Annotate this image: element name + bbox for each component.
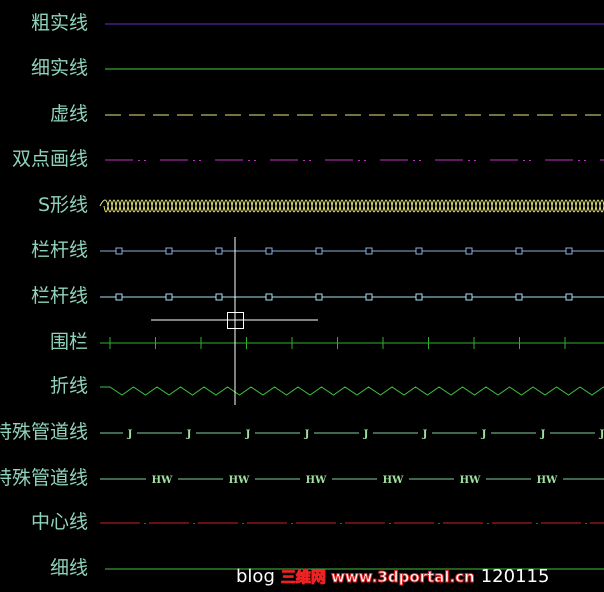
linetype-label: 虚线 [49,103,88,125]
pipe-marker: J [186,429,192,440]
center-dot [340,523,342,524]
dot [419,160,421,161]
railing-post [115,247,123,255]
pipe-marker: HW [460,475,481,486]
railing-post [515,247,523,255]
railing-post [465,247,473,255]
pipe-marker: HW [537,475,558,486]
railing-post [115,293,123,301]
railing-post [415,293,423,301]
pipe-marker: J [304,429,310,440]
dot [358,160,360,161]
railing-post [215,293,223,301]
railing-post [165,293,173,301]
railing-post [265,247,273,255]
dot [523,160,525,161]
pipe-marker: J [245,429,251,440]
dot [138,160,140,161]
center-dot [389,523,391,524]
dot [193,160,195,161]
pipe-marker: J [540,429,546,440]
linetype-label: 折线 [49,375,88,397]
dot [144,160,146,161]
dot [364,160,366,161]
linetype-label: 栏杆线 [30,285,88,307]
pipe-marker: HW [152,475,173,486]
pipe-marker: HW [306,475,327,486]
linetype-label: 特殊管道线 [0,467,88,489]
dot [309,160,311,161]
dot [303,160,305,161]
dot [248,160,250,161]
railing-post [565,247,573,255]
railing-post [465,293,473,301]
railing-post [365,293,373,301]
dot [413,160,415,161]
railing-post [215,247,223,255]
cursor-pickbox [227,312,244,329]
watermark-text-start: blog [236,566,275,587]
linetype-label: 中心线 [30,511,88,533]
center-dot [438,523,440,524]
railing-post [165,247,173,255]
linetype-label: 栏杆线 [30,239,88,261]
railing-post [515,293,523,301]
pipe-marker: J [599,429,604,440]
pipe-marker: J [422,429,428,440]
railing-post [365,247,373,255]
railing-post [315,247,323,255]
watermark-text-end: 120115 [480,566,550,587]
dot [474,160,476,161]
pipe-marker: J [127,429,133,440]
linetype-label: 特殊管道线 [0,421,88,443]
linetype-label: 粗实线 [30,12,88,34]
pipe-marker: HW [383,475,404,486]
linetype-label: 双点画线 [11,148,88,170]
linetype-label: 细线 [49,557,88,579]
pipe-marker: HW [229,475,250,486]
center-dot [585,523,587,524]
dot [254,160,256,161]
railing-post [415,247,423,255]
dot [529,160,531,161]
dot [578,160,580,161]
linetype-label: 细实线 [30,57,88,79]
dot [584,160,586,161]
linetype-label: S形线 [37,194,88,216]
railing-post [565,293,573,301]
dot [199,160,201,161]
center-dot [193,523,195,524]
pipe-marker: J [481,429,487,440]
center-dot [291,523,293,524]
center-dot [536,523,538,524]
watermark-overlay: 三维网 www.3dportal.cn [280,568,475,587]
pipe-marker: J [363,429,369,440]
railing-post [315,293,323,301]
watermark: blog 三维网 www.3dportal.cn 120115 [236,566,549,588]
center-dot [242,523,244,524]
center-dot [487,523,489,524]
linetype-label: 围栏 [49,331,88,353]
dot [468,160,470,161]
center-dot [144,523,146,524]
zigzag-path [100,386,604,396]
railing-post [265,293,273,301]
s-wave-path [103,199,604,213]
